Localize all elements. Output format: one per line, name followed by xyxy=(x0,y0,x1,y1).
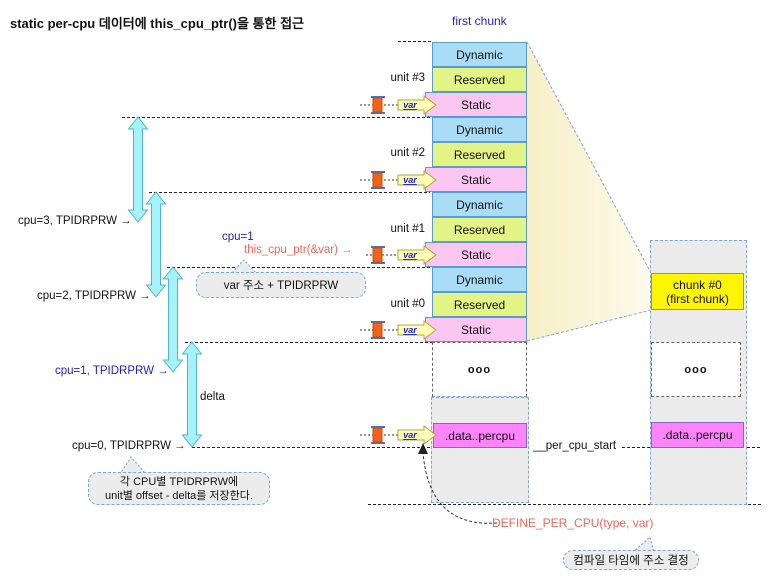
this-cpu-ptr-annotation: this_cpu_ptr(&var) → xyxy=(244,244,353,256)
stack-ellipsis-box: ooo xyxy=(432,342,527,397)
stack-data-percpu-block: .data..percpu xyxy=(433,423,527,448)
svg-text:var: var xyxy=(403,100,417,110)
first-chunk-label: first chunk xyxy=(452,14,507,28)
ellipsis-text: ooo xyxy=(467,363,492,376)
delta-label: delta xyxy=(200,391,225,403)
var-pointer-percpu: var xyxy=(360,425,437,445)
tpidrprw-callout: 각 CPU별 TPIDRPRW에 unit별 offset - delta를 저… xyxy=(88,472,270,505)
chunk0-subtitle: (first chunk) xyxy=(666,291,729,306)
ellipsis-text: ooo xyxy=(684,363,708,376)
svg-text:var: var xyxy=(403,430,417,440)
chunk0-title: chunk #0 xyxy=(673,277,722,292)
unit2-label: unit #2 xyxy=(390,147,425,159)
address-marker-icon xyxy=(372,97,383,113)
cpu1-tpidrprw-label: cpu=1, TPIDRPRW → xyxy=(55,365,169,377)
chunk-data-percpu-block: .data..percpu xyxy=(651,422,744,448)
unit1-static-block: Static xyxy=(425,242,527,267)
chunk-ellipsis-box: ooo xyxy=(651,342,741,397)
var-addr-callout: var 주소 + TPIDRPRW xyxy=(196,272,366,298)
tpidrprw-callout-line1: 각 CPU별 TPIDRPRW에 xyxy=(119,475,239,488)
cpu0-tpidrprw-label: cpu=0, TPIDRPRW → xyxy=(72,440,186,452)
cpu3-tpidrprw-label: cpu=3, TPIDRPRW → xyxy=(18,215,132,227)
arrowhead-icon xyxy=(418,443,428,454)
offset-arrow-cpu3 xyxy=(127,116,149,223)
cpu1-annotation: cpu=1 xyxy=(222,231,254,243)
unit2-reserved-block: Reserved xyxy=(432,142,527,167)
tpidrprw-offset-arrows xyxy=(127,116,203,448)
compile-time-callout-text: 컴파일 타임에 주소 결정 xyxy=(573,555,689,567)
unit1-dynamic-block: Dynamic xyxy=(432,192,527,217)
address-marker-icon xyxy=(372,247,383,263)
unit3-dynamic-block: Dynamic xyxy=(432,42,527,67)
compile-time-callout: 컴파일 타임에 주소 결정 xyxy=(563,550,699,570)
page-title: static per-cpu 데이터에 this_cpu_ptr()을 통한 접… xyxy=(10,16,305,31)
svg-text:var: var xyxy=(403,325,417,335)
tpidrprw-callout-line2: unit별 offset - delta를 저장한다. xyxy=(105,489,253,502)
address-marker-icon xyxy=(372,172,383,188)
cpu2-tpidrprw-label: cpu=2, TPIDRPRW → xyxy=(37,290,151,302)
unit3-label: unit #3 xyxy=(390,72,425,84)
unit3-reserved-block: Reserved xyxy=(432,67,527,92)
unit3-static-block: Static xyxy=(425,92,527,117)
offset-arrow-cpu2 xyxy=(145,191,167,298)
address-marker-icon xyxy=(372,427,383,443)
unit0-dynamic-block: Dynamic xyxy=(432,267,527,292)
offset-arrow-cpu1 xyxy=(162,266,184,373)
svg-text:var: var xyxy=(403,250,417,260)
unit2-static-block: Static xyxy=(425,167,527,192)
unit1-label: unit #1 xyxy=(390,223,425,235)
unit0-label: unit #0 xyxy=(390,298,425,310)
define-per-cpu-label: DEFINE_PER_CPU(type, var) xyxy=(492,516,654,530)
var-addr-callout-text: var 주소 + TPIDRPRW xyxy=(223,280,339,292)
svg-text:var: var xyxy=(403,175,417,185)
unit1-reserved-block: Reserved xyxy=(432,217,527,242)
first-chunk-beam xyxy=(526,41,652,342)
delta-arrow-cpu0 xyxy=(181,341,203,448)
stack-percpu-region xyxy=(431,397,529,503)
unit2-dynamic-block: Dynamic xyxy=(432,117,527,142)
chunk0-block: chunk #0 (first chunk) xyxy=(651,273,744,310)
address-marker-icon xyxy=(372,322,383,338)
unit0-static-block: Static xyxy=(425,317,527,342)
unit0-reserved-block: Reserved xyxy=(432,292,527,317)
per-cpu-start-label: __per_cpu_start xyxy=(533,440,617,452)
